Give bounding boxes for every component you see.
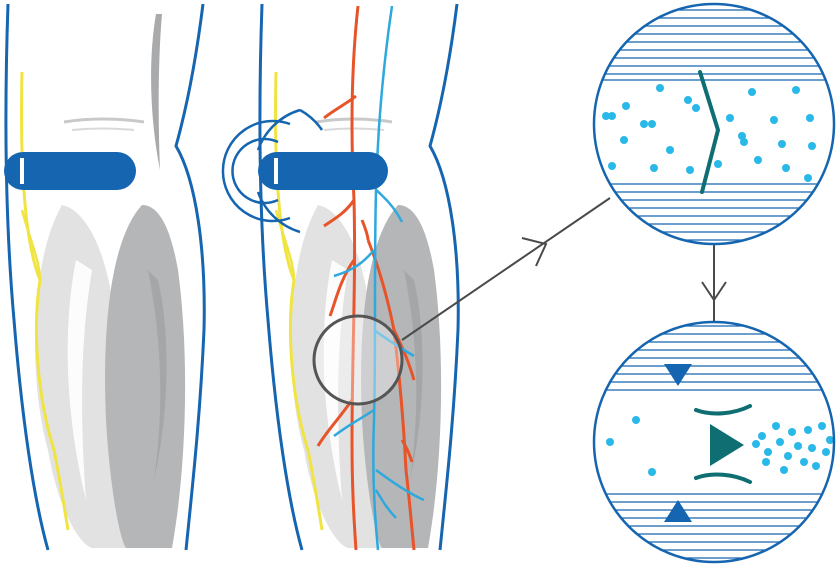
leg-panel-middle: [223, 4, 458, 550]
arrow-down-icon: [702, 244, 726, 322]
patella-shade: [151, 14, 162, 170]
leg-outline: [260, 4, 302, 550]
knee-crease: [72, 129, 134, 131]
cuff-clip: [20, 158, 24, 184]
muscle-dark: [105, 205, 185, 548]
zoom-circle-top: [590, 4, 838, 244]
zoom-circle-bottom: [590, 322, 838, 562]
knee-crease: [324, 129, 384, 131]
leg-panel-left: [4, 4, 204, 550]
cuff-clip: [274, 158, 278, 184]
magnifier-lens: [314, 316, 402, 404]
knee-crease: [64, 119, 144, 122]
